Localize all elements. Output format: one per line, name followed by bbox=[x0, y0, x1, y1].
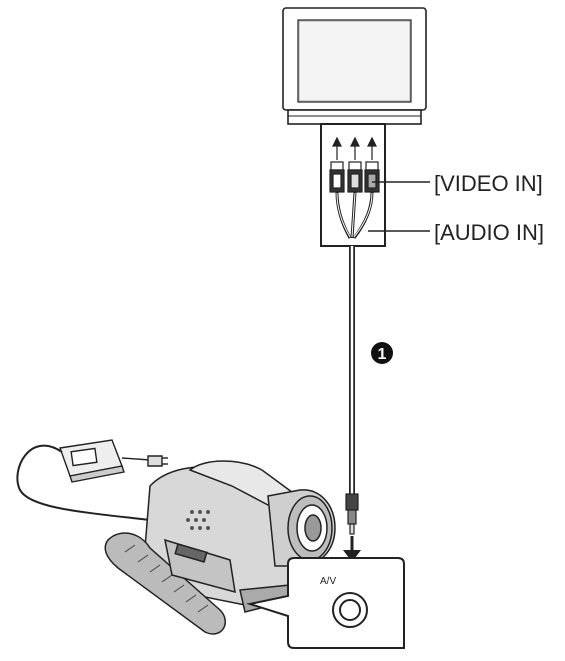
mini-plug-icon bbox=[345, 493, 359, 535]
step-number: 1 bbox=[378, 346, 387, 363]
video-in-label: [VIDEO IN] bbox=[434, 171, 543, 196]
ac-adaptor-icon bbox=[16, 439, 168, 521]
av-jack-icon bbox=[332, 592, 368, 628]
insert-arrow bbox=[343, 536, 361, 562]
tv-icon bbox=[282, 7, 427, 125]
step-badge: 1 bbox=[371, 342, 393, 364]
rca-plugs-icon bbox=[320, 123, 386, 247]
av-jack-label: A/V bbox=[320, 576, 336, 587]
audio-in-label: [AUDIO IN] bbox=[434, 220, 544, 245]
av-jack-callout: A/V bbox=[246, 557, 405, 649]
camcorder-icon bbox=[104, 460, 336, 635]
